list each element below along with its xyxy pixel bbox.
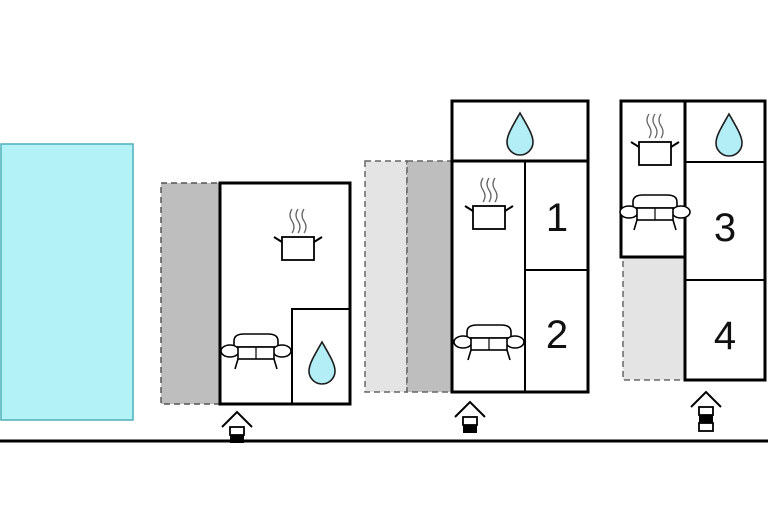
cooking-pot-icon — [273, 208, 323, 261]
terrace-b-dark — [406, 160, 453, 393]
sofa-icon — [220, 333, 292, 370]
terrace-c — [622, 256, 686, 381]
bedroom-4-label: 4 — [714, 314, 736, 358]
sofa-icon — [619, 194, 691, 231]
cooking-pot-icon — [630, 113, 680, 166]
unit-b: 1 2 — [364, 99, 590, 433]
unit-c-kitchen-walls — [619, 99, 687, 259]
bedroom-1-label: 1 — [546, 196, 568, 240]
entrance-arrow-icon — [454, 400, 486, 433]
bathroom-a-wall — [291, 308, 350, 404]
water-drop-icon — [715, 112, 743, 157]
terrace-a — [160, 182, 221, 405]
bedroom-2-label: 2 — [546, 313, 568, 357]
unit-c: 3 4 — [619, 99, 767, 432]
entrance-arrow-icon — [690, 390, 722, 432]
sofa-icon — [453, 324, 525, 361]
water-drop-icon — [308, 340, 336, 385]
cooking-pot-icon — [464, 177, 514, 230]
terrace-b-light — [364, 160, 408, 393]
entrance-arrow-icon — [221, 410, 253, 443]
water-drop-icon — [506, 111, 534, 156]
unit-a — [160, 181, 352, 443]
bedroom-3-label: 3 — [714, 206, 736, 250]
pool — [0, 143, 134, 421]
